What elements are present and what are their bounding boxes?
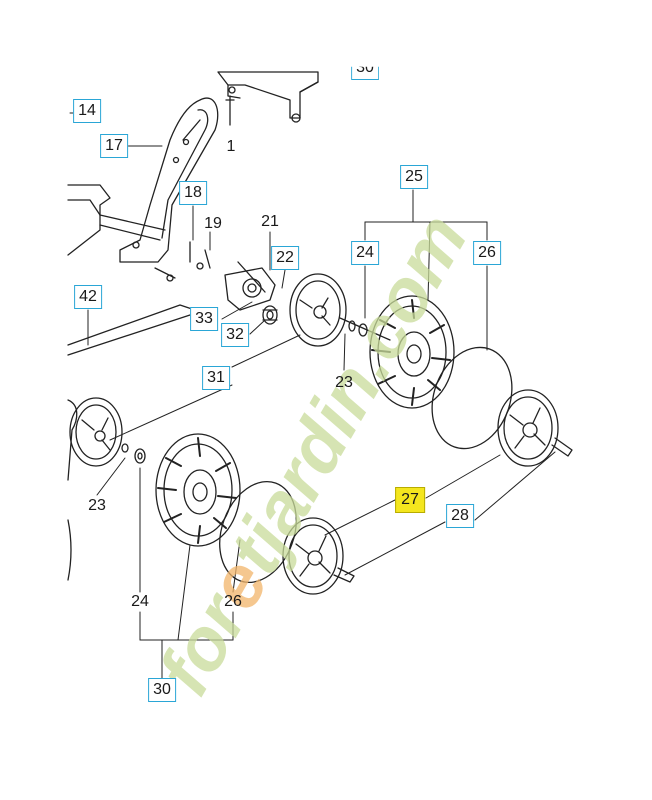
inner-hubcap-left — [69, 397, 123, 467]
part-label-32[interactable]: 32 — [221, 323, 249, 347]
part-label-31[interactable]: 31 — [202, 366, 230, 390]
part-label-26-bottom[interactable]: 26 — [224, 593, 242, 610]
pinion-gear — [262, 305, 278, 325]
small-bolts — [154, 241, 211, 282]
axle-spacers — [339, 317, 391, 341]
part-label-top-cutoff[interactable]: 30 — [351, 66, 379, 80]
part-label-33[interactable]: 33 — [190, 307, 218, 331]
part-label-25[interactable]: 25 — [400, 165, 428, 189]
part-label-1[interactable]: 1 — [226, 138, 236, 155]
part-label-17[interactable]: 17 — [100, 134, 128, 158]
left-spacers — [121, 443, 146, 464]
part-label-19[interactable]: 19 — [204, 215, 222, 232]
o-ring-left — [219, 480, 297, 584]
bolt-part-1 — [225, 95, 235, 126]
part-label-14[interactable]: 14 — [73, 99, 101, 123]
mower-deck — [67, 184, 196, 581]
part-label-22[interactable]: 22 — [271, 246, 299, 270]
part-label-42[interactable]: 42 — [74, 285, 102, 309]
part-label-23-left[interactable]: 23 — [88, 497, 106, 514]
handle-bracket — [119, 97, 219, 263]
part-label-21[interactable]: 21 — [261, 213, 279, 230]
part-label-18[interactable]: 18 — [179, 181, 207, 205]
part-label-28[interactable]: 28 — [446, 504, 474, 528]
part-label-27[interactable]: 27 — [395, 487, 425, 513]
outer-hubcap-right — [497, 389, 573, 467]
part-label-23-right[interactable]: 23 — [335, 374, 353, 391]
inner-hubcap-right — [289, 273, 347, 347]
outer-hubcap-left — [282, 517, 355, 595]
part-label-26-top[interactable]: 26 — [473, 241, 501, 265]
part-label-24-top[interactable]: 24 — [351, 241, 379, 265]
part-label-30[interactable]: 30 — [148, 678, 176, 702]
left-wheel — [155, 433, 241, 547]
frame-bracket — [217, 71, 319, 123]
part-label-24-bottom[interactable]: 24 — [131, 593, 149, 610]
right-wheel — [369, 295, 455, 409]
gear-housing — [224, 261, 276, 311]
leader-lines — [69, 112, 556, 679]
